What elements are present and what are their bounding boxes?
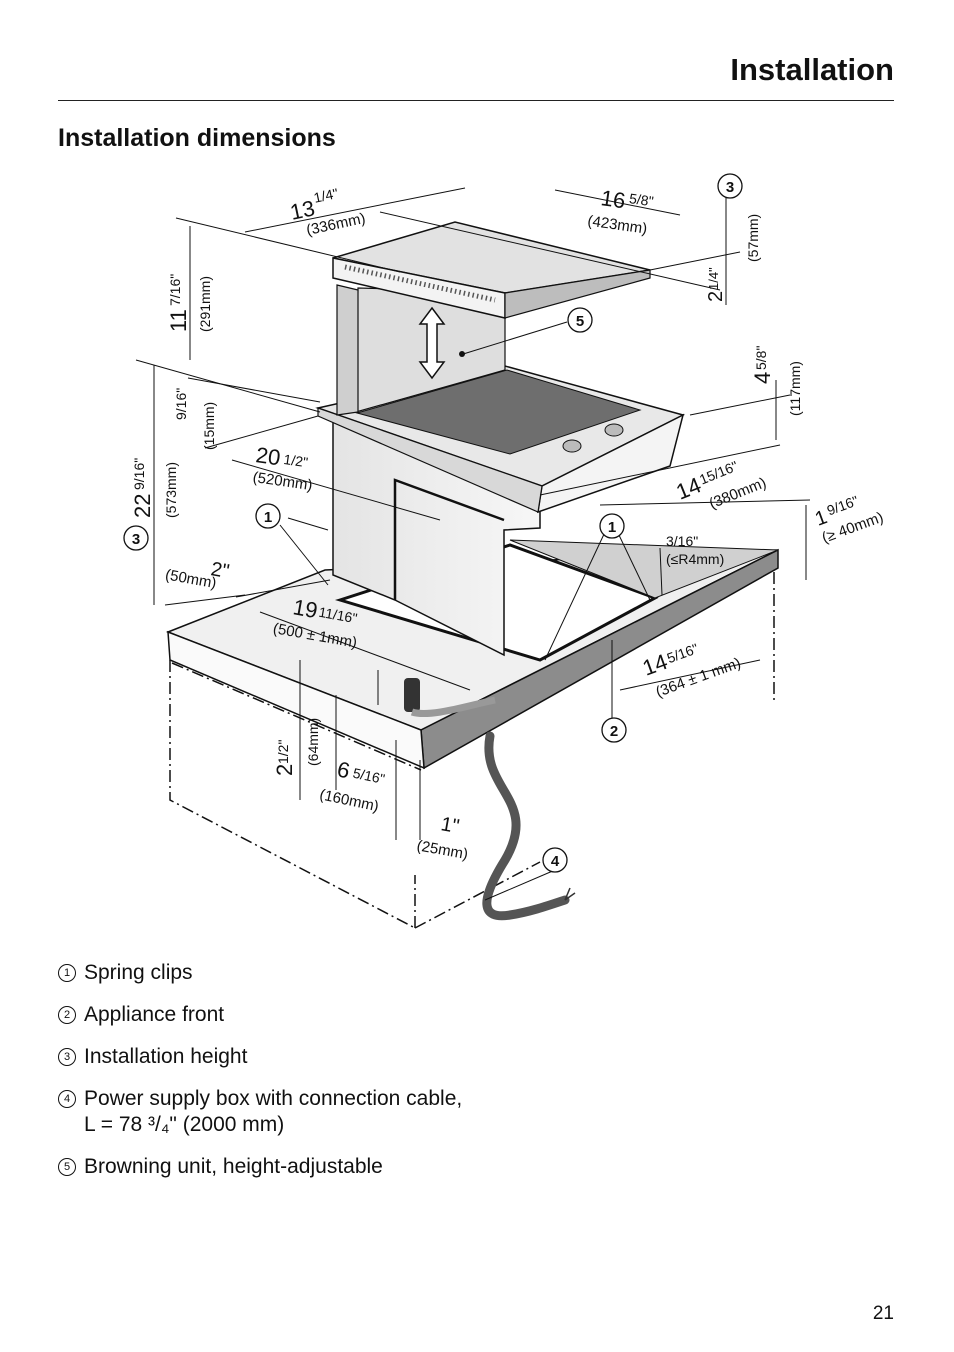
svg-text:1: 1 [264, 509, 272, 526]
callout-5: 5 [567, 307, 593, 333]
legend-item: 1 Spring clips [58, 960, 462, 986]
svg-text:(50mm): (50mm) [164, 566, 218, 592]
svg-text:2: 2 [705, 291, 727, 302]
svg-text:11: 11 [166, 309, 191, 332]
legend-text: Installation height [84, 1045, 248, 1068]
svg-text:3: 3 [132, 531, 140, 548]
legend-item: 2 Appliance front [58, 1002, 462, 1028]
cabinet-outline [169, 572, 775, 929]
legend-number: 4 [58, 1090, 76, 1108]
leader-dot [459, 351, 465, 357]
svg-text:(117mm): (117mm) [787, 361, 803, 416]
section-title: Installation [730, 52, 894, 87]
callout-2: 2 [601, 717, 627, 743]
svg-text:19: 19 [291, 594, 319, 623]
callout-1-left: 1 [255, 503, 281, 529]
svg-text:(15mm): (15mm) [201, 402, 217, 450]
dim-3-16: 3/16" (≤R4mm) [666, 533, 724, 567]
legend-text-line2: L = 78 ³/₄" (2000 mm) [84, 1113, 285, 1136]
svg-text:5/16": 5/16" [665, 640, 701, 666]
dim-1-9-16: 1 9/16" (≥ 40mm) [812, 492, 886, 546]
header-rule [58, 100, 894, 101]
svg-text:(291mm): (291mm) [197, 276, 213, 332]
legend-number: 3 [58, 1048, 76, 1066]
svg-text:1/2": 1/2" [283, 451, 309, 470]
svg-text:5/8": 5/8" [753, 346, 769, 370]
svg-text:22: 22 [130, 494, 155, 518]
svg-text:3: 3 [726, 179, 734, 196]
svg-text:5/8": 5/8" [628, 190, 654, 209]
svg-text:9/16": 9/16" [131, 458, 147, 490]
legend-list: 1 Spring clips 2 Appliance front 3 Insta… [58, 960, 462, 1196]
svg-text:16: 16 [599, 185, 627, 213]
callout-markers: 3 5 1 1 3 2 4 [123, 173, 743, 873]
svg-text:(160mm): (160mm) [318, 786, 380, 815]
dim-9-16: 9/16" (15mm) [173, 388, 217, 450]
svg-text:(57mm): (57mm) [745, 214, 761, 262]
svg-text:1: 1 [608, 519, 616, 536]
callout-3-left: 3 [123, 525, 149, 551]
legend-text: Browning unit, height-adjustable [84, 1155, 383, 1178]
dim-11-7-16: 11 7/16" (291mm) [166, 274, 213, 332]
legend-number: 2 [58, 1006, 76, 1024]
svg-text:(25mm): (25mm) [415, 837, 469, 863]
svg-text:2: 2 [272, 764, 297, 776]
legend-text: Spring clips [84, 961, 193, 984]
callout-3-top: 3 [717, 173, 743, 199]
callout-4: 4 [542, 847, 568, 873]
svg-text:4: 4 [551, 853, 560, 870]
svg-text:3/16": 3/16" [666, 533, 698, 549]
svg-text:(64mm): (64mm) [305, 718, 321, 766]
installation-diagram: 3 5 1 1 3 2 4 13 1/4" (336mm) 16 5/8" (4… [123, 173, 886, 929]
svg-text:11/16": 11/16" [317, 604, 358, 627]
dim-22-9-16: 22 9/16" (573mm) [130, 458, 179, 518]
svg-text:1/4": 1/4" [706, 267, 721, 290]
svg-text:5/16": 5/16" [351, 765, 386, 787]
svg-text:6: 6 [335, 756, 352, 783]
dim-13-1-4: 13 1/4" (336mm) [288, 185, 367, 239]
legend-text: Power supply box with connection cable, [84, 1087, 463, 1110]
svg-text:2": 2" [209, 558, 231, 583]
svg-text:9/16": 9/16" [825, 492, 861, 518]
dim-4-5-8: 4 5/8" (117mm) [750, 346, 803, 416]
svg-text:9/16": 9/16" [173, 388, 189, 420]
svg-text:1/2": 1/2" [275, 740, 291, 764]
legend-item: 3 Installation height [58, 1044, 462, 1070]
svg-text:1/4": 1/4" [312, 185, 339, 206]
dim-16-5-8: 16 5/8" (423mm) [586, 185, 654, 238]
legend-number: 5 [58, 1158, 76, 1176]
svg-text:2: 2 [610, 723, 618, 740]
svg-text:7/16": 7/16" [167, 274, 183, 306]
legend-number: 1 [58, 964, 76, 982]
dim-1in: 1" (25mm) [415, 813, 469, 863]
svg-text:(423mm): (423mm) [586, 213, 648, 238]
svg-text:20: 20 [254, 442, 282, 470]
svg-text:(573mm): (573mm) [163, 462, 179, 518]
page-number: 21 [872, 1303, 894, 1324]
legend-item: 5 Browning unit, height-adjustable [58, 1154, 462, 1180]
svg-text:1": 1" [439, 813, 461, 838]
svg-text:15/16": 15/16" [697, 458, 740, 488]
legend-item: 4 Power supply box with connection cable… [58, 1086, 462, 1138]
svg-text:(≤R4mm): (≤R4mm) [666, 551, 724, 567]
dimension-lines [135, 187, 811, 901]
page-heading: Installation dimensions [58, 124, 336, 152]
svg-text:13: 13 [288, 195, 317, 225]
dim-6-5-16: 6 5/16" (160mm) [318, 756, 386, 815]
svg-text:(364 ± 1 mm): (364 ± 1 mm) [654, 654, 744, 700]
callout-1-right: 1 [599, 513, 625, 539]
dim-2-1-4: 2 1/4" (57mm) [705, 214, 761, 302]
svg-text:5: 5 [576, 313, 584, 330]
svg-text:(520mm): (520mm) [252, 469, 314, 494]
dim-14-15-16: 14 15/16" (380mm) [673, 458, 769, 513]
legend-text: Appliance front [84, 1003, 225, 1026]
dim-2-1-2: 2 1/2" (64mm) [272, 718, 321, 776]
dim-2in: 2" (50mm) [164, 558, 231, 592]
power-supply-cable [404, 678, 576, 921]
svg-text:4: 4 [750, 372, 775, 384]
